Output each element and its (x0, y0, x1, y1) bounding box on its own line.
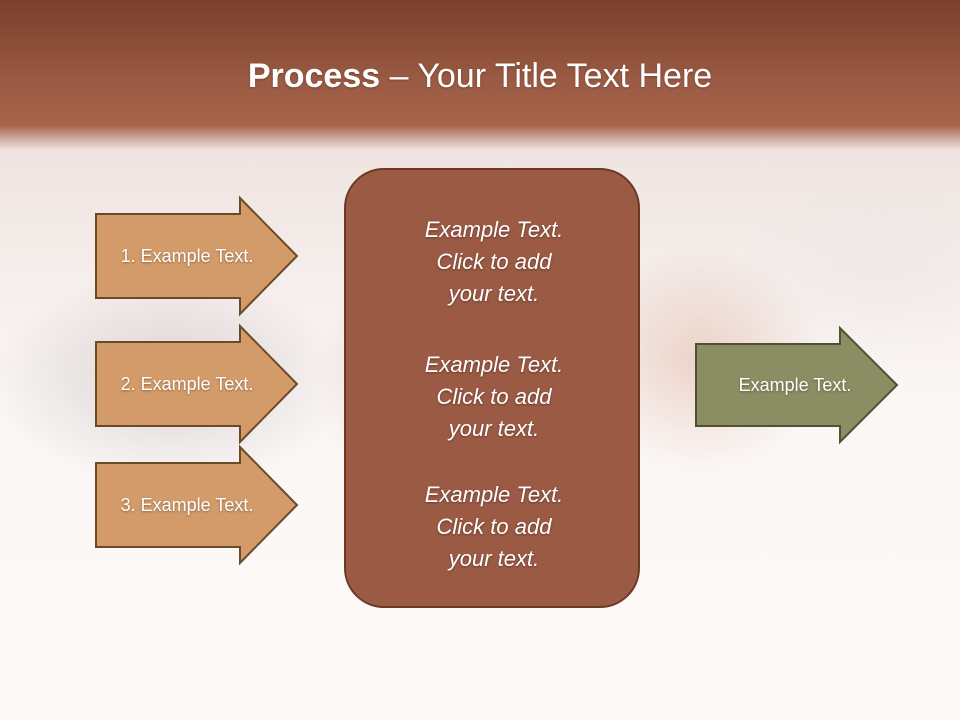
center-paragraph-1: Example Text. Click to add your text. (346, 214, 642, 310)
center-paragraph-3: Example Text. Click to add your text. (346, 479, 642, 575)
paragraph-line: Example Text. (424, 482, 564, 507)
step-label-3: 3. Example Text. (120, 495, 254, 515)
paragraph-line: Click to add (436, 384, 552, 409)
step-arrow-3[interactable] (95, 444, 299, 566)
paragraph-line: your text. (448, 416, 540, 441)
center-text-box[interactable]: Example Text. Click to add your text. Ex… (344, 168, 640, 608)
result-arrow[interactable] (695, 325, 899, 445)
slide-title[interactable]: Process – Your Title Text Here (0, 54, 960, 98)
paragraph-line: Example Text. (424, 352, 564, 377)
paragraph-line: your text. (448, 281, 540, 306)
center-paragraph-2: Example Text. Click to add your text. (346, 349, 642, 445)
step-arrow-2[interactable] (95, 323, 299, 445)
paragraph-line: Example Text. (424, 217, 564, 242)
paragraph-line: your text. (448, 546, 540, 571)
step-label-1: 1. Example Text. (120, 246, 254, 266)
title-rest: – Your Title Text Here (380, 57, 713, 95)
paragraph-line: Click to add (436, 514, 552, 539)
paragraph-line: Click to add (436, 249, 552, 274)
step-arrow-1[interactable] (95, 195, 299, 317)
result-label: Example Text. (738, 375, 852, 395)
title-bold: Process (247, 57, 381, 95)
step-label-2: 2. Example Text. (120, 374, 254, 394)
